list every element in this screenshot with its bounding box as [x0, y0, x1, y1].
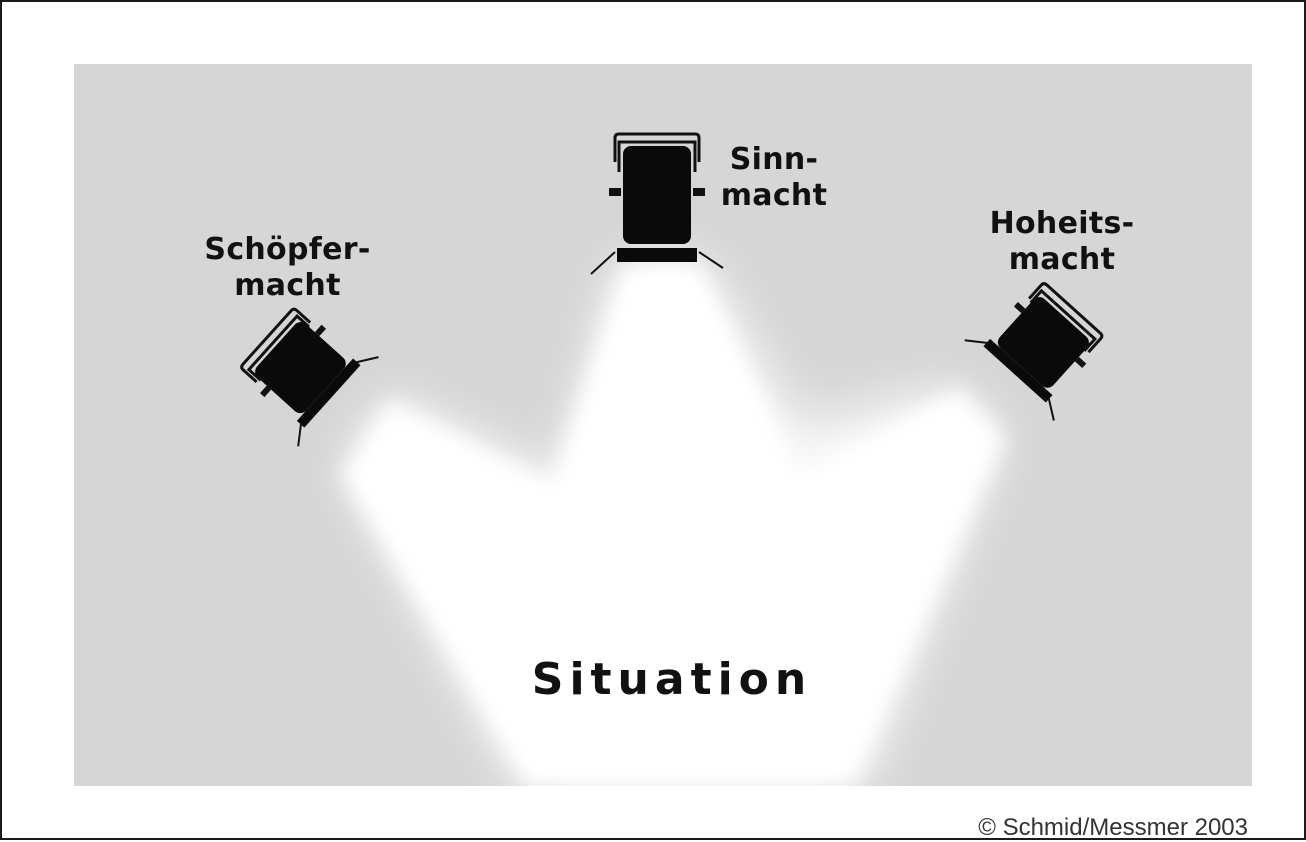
label-line: Hoheits-	[987, 206, 1137, 242]
label-line: macht	[200, 268, 375, 304]
label-line: macht	[714, 178, 834, 214]
label-line: Sinn-	[714, 142, 834, 178]
situation-label: Situation	[522, 654, 822, 705]
label-sinnmacht: Sinn- macht	[714, 142, 834, 214]
label-line: macht	[987, 242, 1137, 278]
label-hoheitsmacht: Hoheits- macht	[987, 206, 1137, 278]
copyright-credit: © Schmid/Messmer 2003	[978, 814, 1248, 842]
label-line: Schöpfer-	[200, 232, 375, 268]
label-schoepfermacht: Schöpfer- macht	[200, 232, 375, 304]
